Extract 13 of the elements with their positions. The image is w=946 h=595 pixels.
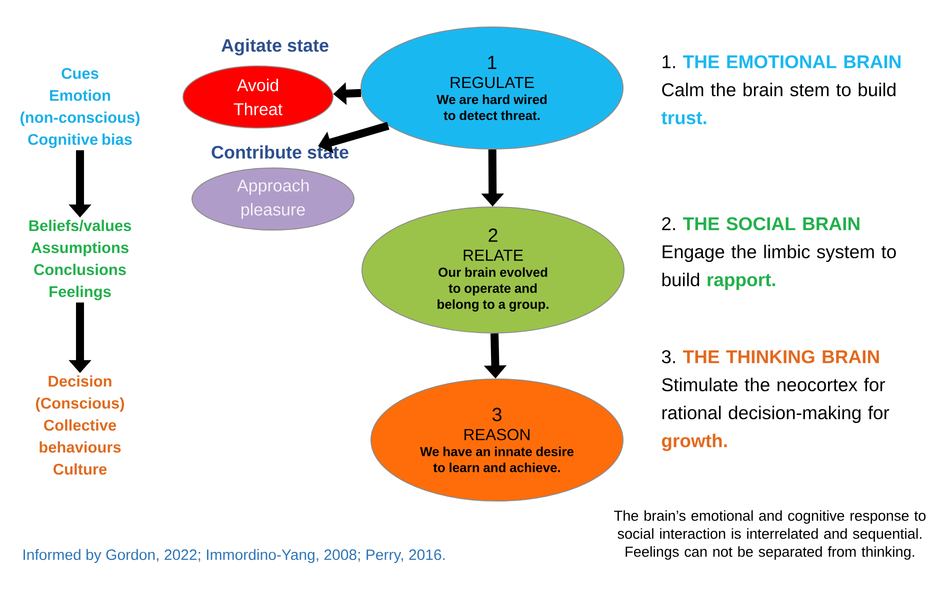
- description: Engage the limbic system to build rapport.: [662, 244, 896, 290]
- citation: Informed by Gordon, 2022; Immordino-Yang, 2008; Perry, 2016.: [24, 549, 445, 563]
- cues-list: Cues Emotion (non-conscious) Cognitive bias: [20, 68, 140, 148]
- state-label: Contribute state: [212, 145, 348, 159]
- heading: 3. THE THINKING BRAIN: [662, 350, 879, 364]
- note: The brain’s emotional and cognitive response to social interaction is interrelated and sequential. Feelings can not be separated from thinking.: [614, 510, 926, 560]
- description: Calm the brain stem to build trust.: [661, 82, 896, 124]
- description: Stimulate the neocortex for rational decision-making for growth.: [662, 378, 890, 452]
- heading: 1. THE EMOTIONAL BRAIN: [662, 55, 900, 68]
- state-label: Agitate state: [221, 38, 328, 56]
- heading: 2. THE SOCIAL BRAIN: [662, 217, 860, 230]
- decision-list: Decision (Conscious) Collective behaviours Culture: [36, 375, 124, 475]
- beliefs-list: Beliefs/values Assumptions Conclusions Feelings: [29, 220, 132, 300]
